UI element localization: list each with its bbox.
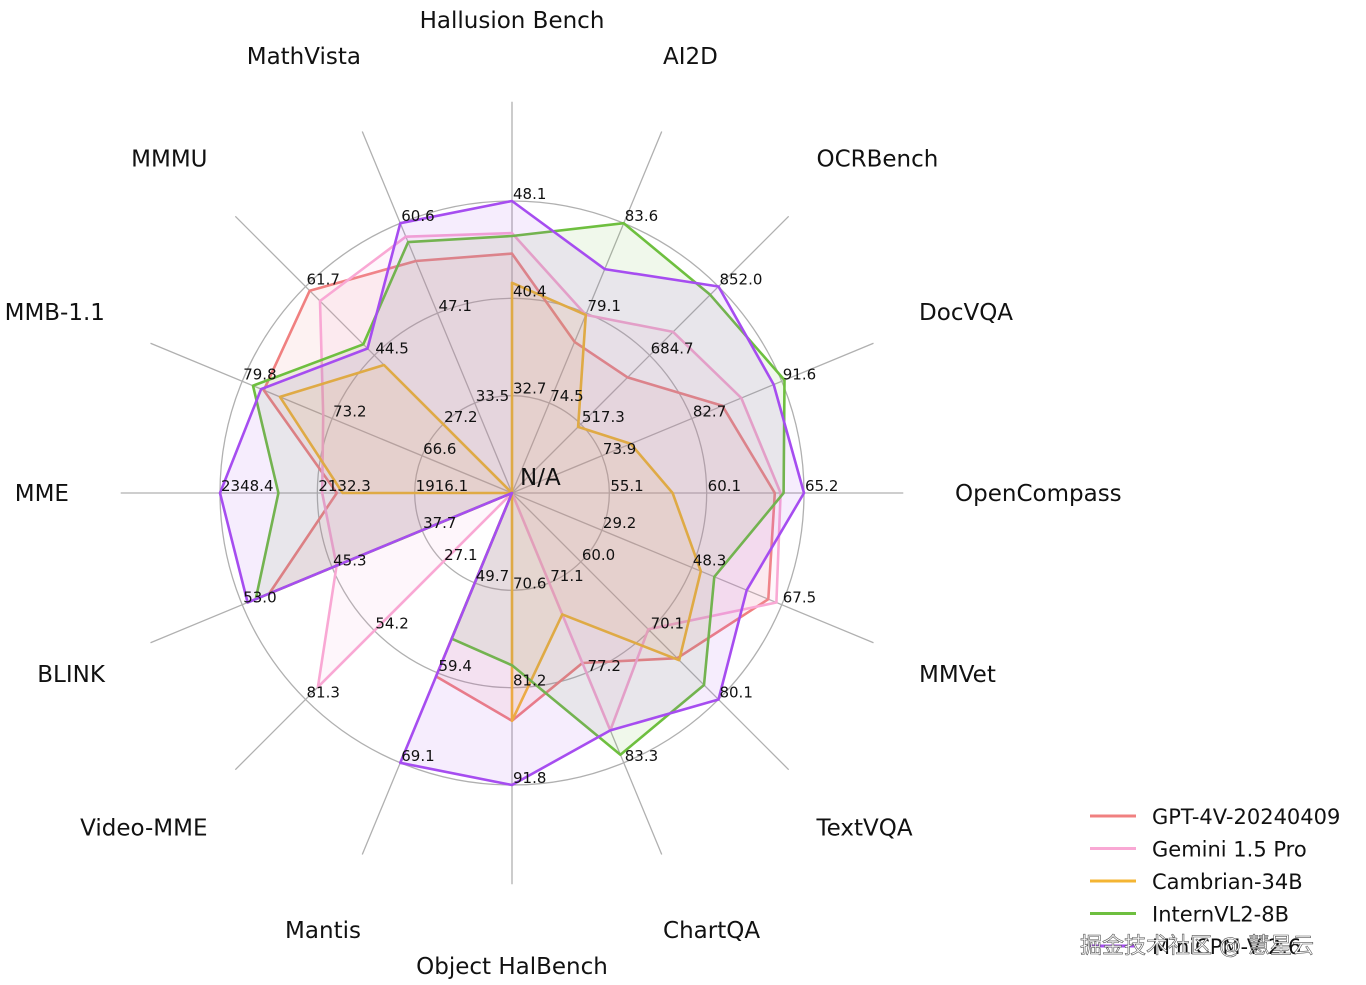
tick-label: 2132.3 bbox=[318, 477, 371, 495]
axis-label: OpenCompass bbox=[955, 481, 1122, 507]
tick-label: 73.9 bbox=[603, 440, 636, 458]
axis-label: Mantis bbox=[285, 918, 361, 944]
tick-label: 81.3 bbox=[307, 683, 340, 701]
legend-entry: MiniCPM-V 2.6 bbox=[1152, 935, 1301, 959]
tick-label: 852.0 bbox=[719, 271, 762, 289]
spoke-2 bbox=[511, 215, 790, 494]
spoke-1 bbox=[511, 131, 663, 494]
tick-label: 70.6 bbox=[513, 574, 546, 592]
axis-label: AI2D bbox=[663, 44, 718, 70]
tick-label: 27.2 bbox=[444, 408, 477, 426]
tick-label: 1916.1 bbox=[416, 477, 469, 495]
axis-label: Hallusion Bench bbox=[420, 8, 605, 34]
tick-label: 29.2 bbox=[603, 514, 636, 532]
tick-label: 44.5 bbox=[375, 339, 408, 357]
series-line-4 bbox=[218, 199, 806, 787]
tick-label: 54.2 bbox=[375, 615, 408, 633]
axis-label: ChartQA bbox=[663, 918, 760, 944]
series-line-2 bbox=[278, 281, 703, 723]
tick-label: 69.1 bbox=[401, 747, 434, 765]
tick-label: 48.3 bbox=[693, 551, 726, 569]
tick-label: 32.7 bbox=[513, 380, 546, 398]
tick-label: 74.5 bbox=[550, 387, 583, 405]
tick-label: 66.6 bbox=[423, 440, 456, 458]
series-line-1 bbox=[316, 231, 782, 732]
legend-entry: Cambrian-34B bbox=[1152, 870, 1303, 894]
tick-label: 67.5 bbox=[783, 589, 816, 607]
tick-label: 60.6 bbox=[401, 207, 434, 225]
tick-label: 47.1 bbox=[439, 297, 472, 315]
axis-label: MMB-1.1 bbox=[5, 300, 105, 326]
tick-label: 2348.4 bbox=[221, 477, 274, 495]
axis-label: DocVQA bbox=[919, 300, 1013, 326]
tick-label: 45.3 bbox=[333, 551, 366, 569]
axis-label: MME bbox=[15, 481, 69, 507]
tick-label: 70.1 bbox=[651, 615, 684, 633]
tick-label: 73.2 bbox=[333, 403, 366, 421]
tick-label: 81.2 bbox=[513, 672, 546, 690]
watermark: 掘金技术社区 @ 慧星云 bbox=[1080, 934, 1314, 959]
tick-label: 77.2 bbox=[587, 657, 620, 675]
axis-label: MMMU bbox=[131, 147, 207, 173]
tick-label: 83.3 bbox=[625, 747, 658, 765]
axis-label: MMVet bbox=[919, 662, 996, 688]
tick-label: 40.4 bbox=[513, 282, 546, 300]
tick-labels: 32.7 40.4 48.1 74.5 79.1 83.6 517.3 684.7 852.0 7… bbox=[221, 185, 838, 787]
tick-label: 53.0 bbox=[243, 589, 276, 607]
spoke-13 bbox=[150, 342, 513, 494]
tick-label: 59.4 bbox=[439, 657, 472, 675]
center-label: N/A bbox=[520, 465, 561, 491]
legend-entry: InternVL2-8B bbox=[1152, 903, 1289, 927]
axis-label: MathVista bbox=[247, 44, 361, 70]
series-line-3 bbox=[251, 221, 786, 757]
tick-label: 48.1 bbox=[513, 185, 546, 203]
axis-label: Object HalBench bbox=[416, 954, 608, 980]
tick-label: 517.3 bbox=[582, 408, 625, 426]
tick-label: 60.1 bbox=[708, 477, 741, 495]
tick-label: 27.1 bbox=[444, 546, 477, 564]
tick-label: 79.1 bbox=[587, 297, 620, 315]
axis-label: OCRBench bbox=[816, 147, 938, 173]
tick-label: 60.0 bbox=[582, 546, 615, 564]
tick-label: 79.8 bbox=[243, 365, 276, 383]
axis-label: TextVQA bbox=[815, 815, 912, 841]
tick-label: 55.1 bbox=[610, 477, 643, 495]
axis-label: Video-MME bbox=[80, 815, 207, 841]
tick-label: 61.7 bbox=[307, 271, 340, 289]
tick-label: 80.1 bbox=[719, 683, 752, 701]
tick-label: 83.6 bbox=[625, 207, 658, 225]
spoke-6 bbox=[511, 492, 790, 771]
tick-label: 684.7 bbox=[651, 339, 694, 357]
tick-label: 37.7 bbox=[423, 514, 456, 532]
tick-label: 49.7 bbox=[476, 567, 509, 585]
tick-label: 82.7 bbox=[693, 403, 726, 421]
tick-label: 65.2 bbox=[805, 477, 838, 495]
tick-label: 91.6 bbox=[783, 365, 816, 383]
radar-series bbox=[218, 199, 806, 787]
spoke-5 bbox=[511, 492, 874, 644]
axis-label: BLINK bbox=[37, 662, 106, 688]
legend-entry: GPT-4V-20240409 bbox=[1152, 805, 1340, 829]
legend-entry: Gemini 1.5 Pro bbox=[1152, 838, 1307, 862]
spoke-3 bbox=[511, 342, 874, 494]
tick-label: 33.5 bbox=[476, 387, 509, 405]
tick-label: 71.1 bbox=[550, 567, 583, 585]
spoke-15 bbox=[361, 131, 513, 494]
tick-label: 91.8 bbox=[513, 769, 546, 787]
